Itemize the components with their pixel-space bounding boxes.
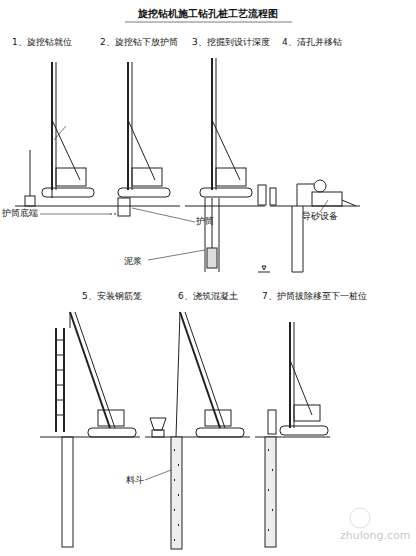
step-label: 2、旋挖钻下放护筒	[100, 38, 178, 48]
callout-label: 泥浆	[124, 257, 142, 267]
watermark: zhulong.com	[340, 530, 410, 542]
callout-label: 护筒底端	[2, 209, 38, 219]
step-label: 3、挖掘到设计深度	[192, 38, 270, 48]
step-label: 4、清孔并移钻	[282, 38, 342, 48]
step-label: 5、安装钢筋笼	[82, 292, 142, 302]
callout-label: 护筒	[196, 217, 214, 227]
callout-label: 料斗	[126, 476, 144, 486]
diagram-title: 旋挖钻机施工钻孔桩工艺流程图	[138, 8, 278, 19]
step-label: 7、护筒拔除移至下一桩位	[262, 292, 367, 302]
step-label: 6、浇筑混凝土	[178, 292, 238, 302]
step-label: 1、旋挖钻就位	[12, 38, 72, 48]
callout-label: 导砂设备	[302, 212, 338, 222]
